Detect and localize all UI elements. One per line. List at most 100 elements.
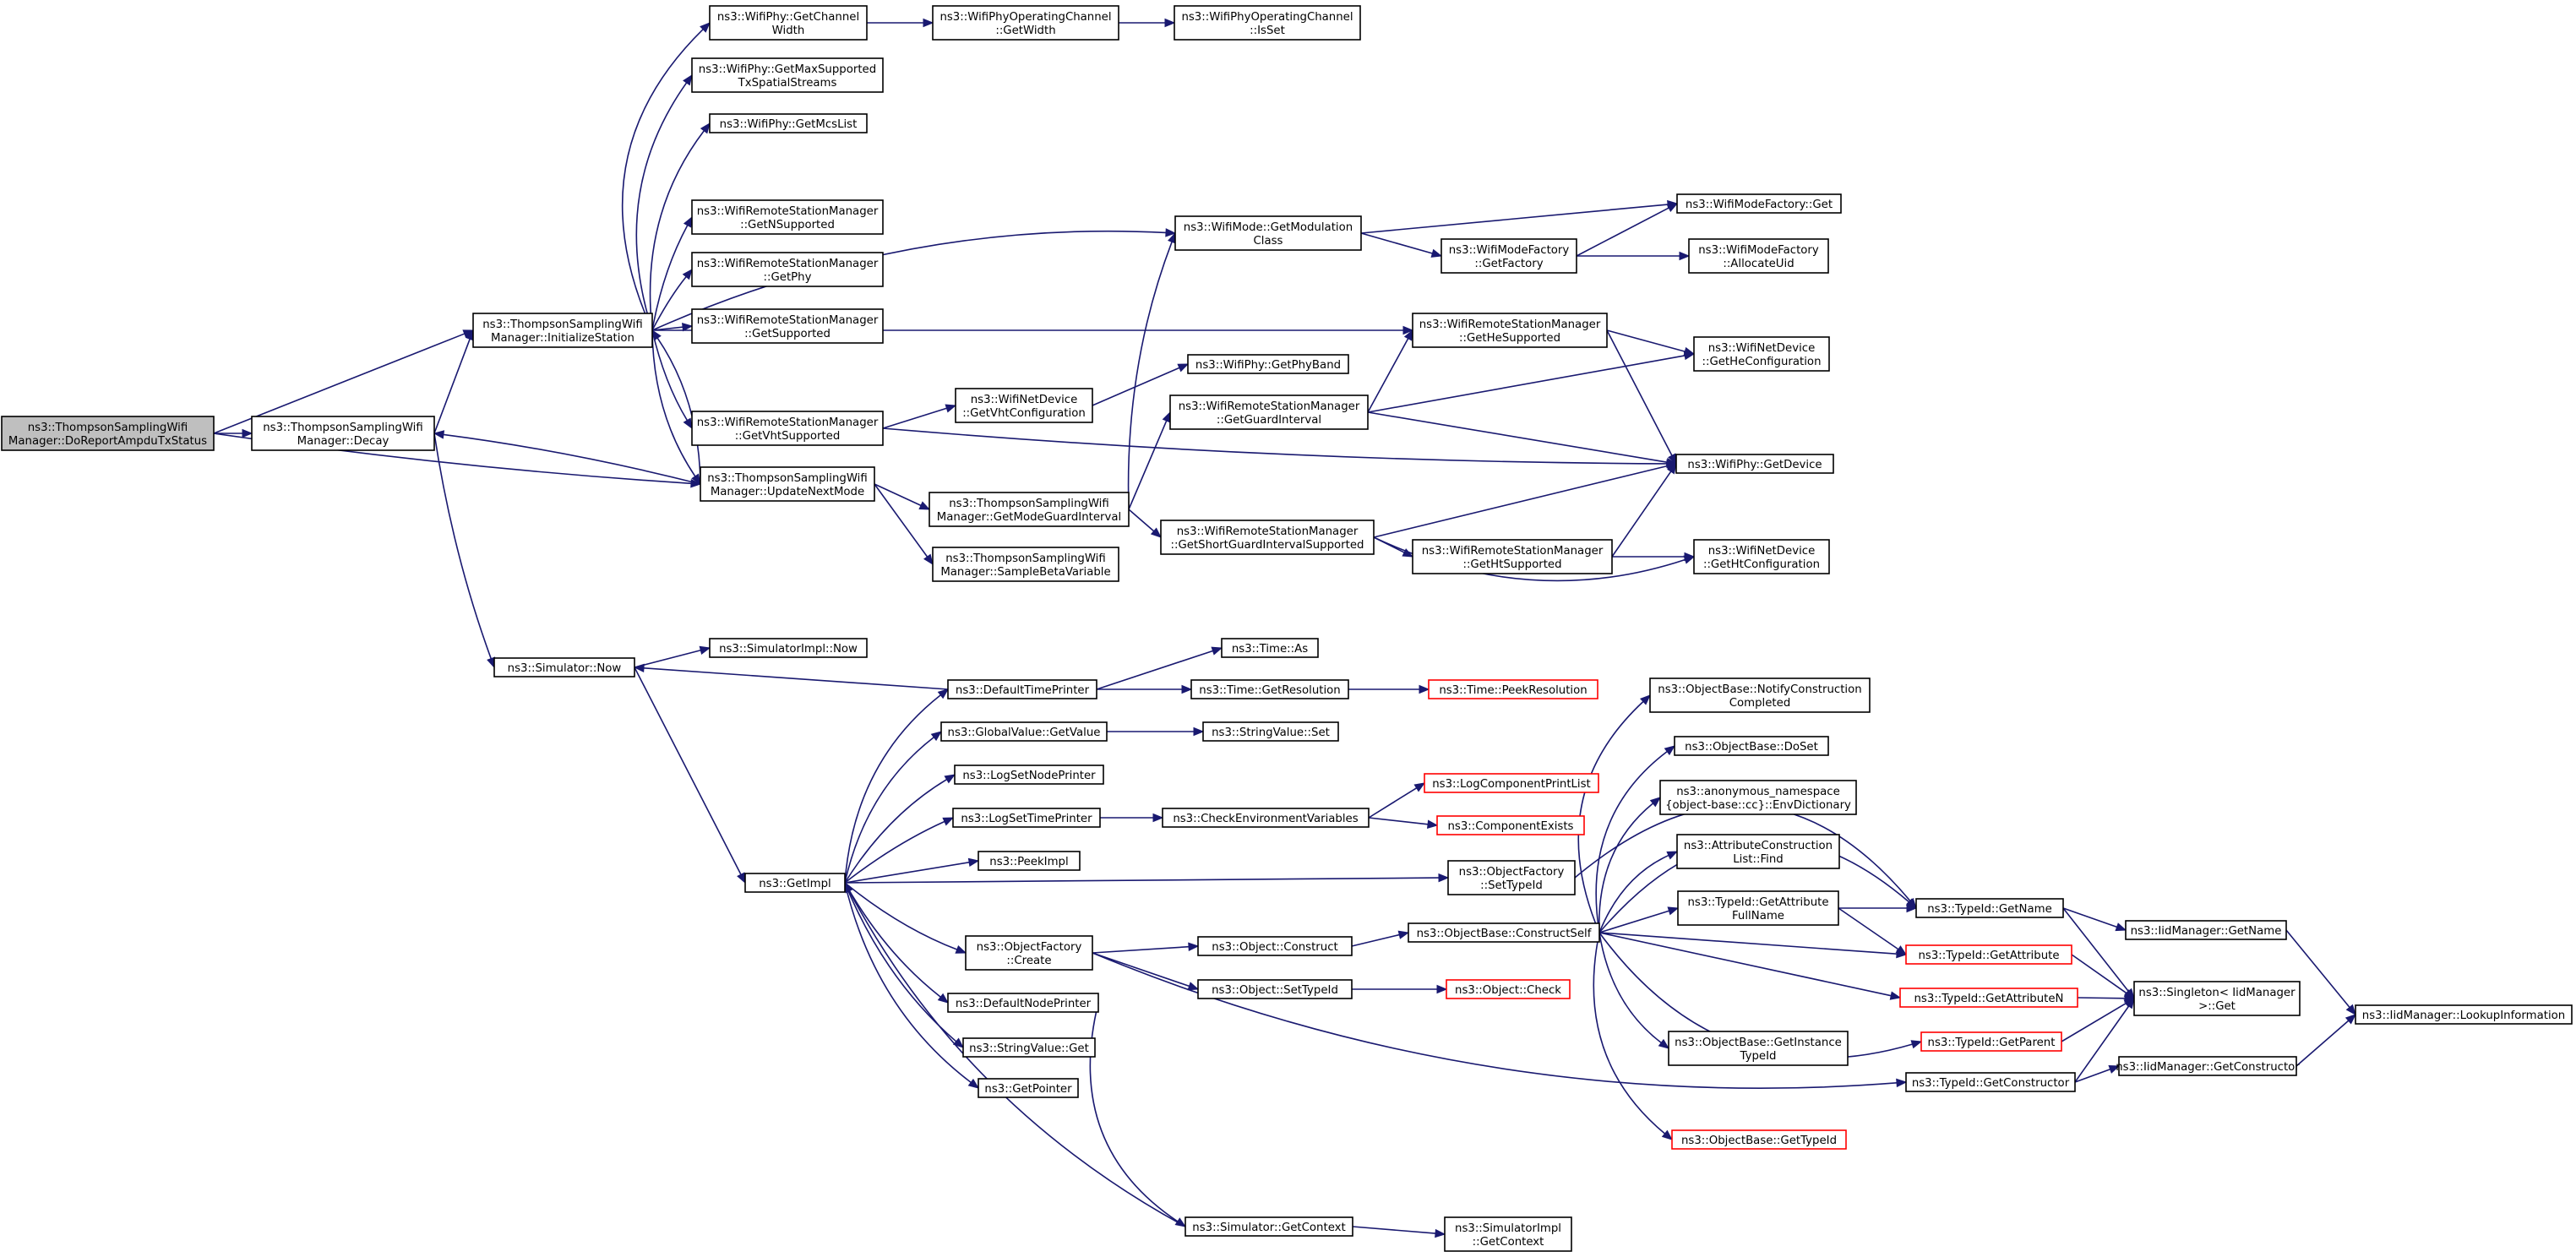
node-tid-get-name[interactable]: ns3::TypeId::GetName	[1915, 898, 2064, 918]
node-iid-get-name[interactable]: ns3::IidManager::GetName	[2125, 920, 2287, 940]
node-box	[744, 873, 846, 893]
node-init-station[interactable]: ns3::ThompsonSamplingWifiManager::Initia…	[472, 313, 653, 348]
edge-updateNextMode-to-sampleBeta	[874, 483, 934, 566]
arrow-head	[1402, 325, 1414, 335]
node-label: ns3::WifiNetDevice	[1708, 545, 1816, 558]
arrow-head	[945, 404, 957, 413]
node-op-get-width[interactable]: ns3::WifiPhyOperatingChannel::GetWidth	[932, 5, 1119, 41]
edge-line	[882, 427, 1668, 465]
node-get-device[interactable]: ns3::WifiPhy::GetDevice	[1675, 454, 1834, 474]
node-box	[1185, 1216, 1353, 1237]
node-iid-lookup[interactable]: ns3::IidManager::LookupInformation	[2355, 1004, 2573, 1025]
node-sim-impl-now[interactable]: ns3::SimulatorImpl::Now	[709, 638, 868, 658]
node-check-env[interactable]: ns3::CheckEnvironmentVariables	[1162, 808, 1370, 828]
node-label: ns3::ObjectFactory	[977, 941, 1082, 954]
arrow-head	[1683, 351, 1696, 361]
node-update-next-mode[interactable]: ns3::ThompsonSamplingWifiManager::Update…	[700, 466, 875, 502]
node-label: ns3::DefaultTimePrinter	[956, 684, 1090, 697]
edge-line	[1606, 329, 1686, 352]
edge-line	[1367, 411, 1668, 463]
node-tid-get-constructor[interactable]: ns3::TypeId::GetConstructor	[1905, 1072, 2076, 1092]
node-allocate-uid[interactable]: ns3::WifiModeFactory::AllocateUid	[1688, 238, 1829, 274]
node-box	[978, 851, 1081, 871]
edge-getHeSupported-to-getDevice	[1606, 329, 1677, 465]
node-label: ns3::LogSetTimePrinter	[961, 813, 1092, 825]
node-op-is-set[interactable]: ns3::WifiPhyOperatingChannel::IsSet	[1174, 5, 1361, 41]
node-gv-get-value[interactable]: ns3::GlobalValue::GetValue	[940, 721, 1108, 742]
node-tid-get-parent[interactable]: ns3::TypeId::GetParent	[1920, 1031, 2062, 1052]
node-sim-get-context[interactable]: ns3::Simulator::GetContext	[1185, 1216, 1353, 1237]
node-log-comp-print[interactable]: ns3::LogComponentPrintList	[1424, 773, 1599, 793]
node-get-pointer[interactable]: ns3::GetPointer	[978, 1078, 1079, 1098]
node-time-get-res[interactable]: ns3::Time::GetResolution	[1190, 679, 1349, 699]
node-get-mcs-list[interactable]: ns3::WifiPhy::GetMcsList	[709, 113, 868, 133]
node-root[interactable]: ns3::ThompsonSamplingWifiManager::DoRepo…	[1, 416, 215, 451]
edge-line	[213, 333, 466, 434]
node-of-create[interactable]: ns3::ObjectFactory::Create	[965, 935, 1093, 971]
node-get-vht-config[interactable]: ns3::WifiNetDevice::GetVhtConfiguration	[955, 388, 1093, 423]
node-sim-now[interactable]: ns3::Simulator::Now	[493, 657, 635, 677]
node-peek-impl[interactable]: ns3::PeekImpl	[978, 851, 1081, 871]
edge-getModeGI-to-getModClass	[1127, 231, 1176, 510]
node-iid-get-constructor[interactable]: ns3::IidManager::GetConstructor	[2116, 1056, 2300, 1076]
node-log-set-node[interactable]: ns3::LogSetNodePrinter	[954, 765, 1104, 785]
node-tid-get-attribute-n[interactable]: ns3::TypeId::GetAttributeN	[1899, 988, 2078, 1008]
node-get-mode-g-i[interactable]: ns3::ThompsonSamplingWifiManager::GetMod…	[929, 492, 1130, 527]
node-time-as[interactable]: ns3::Time::As	[1221, 638, 1319, 658]
node-box	[1444, 1216, 1572, 1252]
node-obj-construct[interactable]: ns3::Object::Construct	[1197, 936, 1353, 956]
node-get-n-supported[interactable]: ns3::WifiRemoteStationManager::GetNSuppo…	[691, 199, 884, 235]
node-get-short-g-i[interactable]: ns3::WifiRemoteStationManager::GetShortG…	[1160, 520, 1375, 555]
node-get-ht-supported[interactable]: ns3::WifiRemoteStationManager::GetHtSupp…	[1412, 539, 1613, 574]
node-ob-construct-self[interactable]: ns3::ObjectBase::ConstructSelf	[1408, 922, 1600, 943]
node-label: >::Get	[2198, 1000, 2236, 1013]
node-peek-res[interactable]: ns3::Time::PeekResolution	[1428, 679, 1598, 699]
node-label: ns3::WifiPhy::GetChannel	[717, 11, 859, 24]
node-default-node-printer[interactable]: ns3::DefaultNodePrinter	[947, 993, 1099, 1013]
node-label: ::GetVhtConfiguration	[962, 407, 1086, 420]
node-get-factory[interactable]: ns3::WifiModeFactory::GetFactory	[1440, 238, 1577, 274]
node-get-vht-supported[interactable]: ns3::WifiRemoteStationManager::GetVhtSup…	[691, 411, 884, 446]
node-get-guard-interval[interactable]: ns3::WifiRemoteStationManager::GetGuardI…	[1169, 395, 1369, 430]
node-sv-get[interactable]: ns3::StringValue::Get	[962, 1037, 1096, 1058]
node-ob-notify[interactable]: ns3::ObjectBase::NotifyConstructionCompl…	[1649, 677, 1871, 713]
node-log-set-time[interactable]: ns3::LogSetTimePrinter	[952, 808, 1101, 828]
node-ob-get-type-id[interactable]: ns3::ObjectBase::GetTypeId	[1671, 1129, 1847, 1150]
arrow-head	[242, 428, 253, 438]
node-obj-set-type-id[interactable]: ns3::Object::SetTypeId	[1197, 979, 1353, 999]
node-env-dict[interactable]: ns3::anonymous_namespace{object-base::cc…	[1659, 780, 1857, 815]
node-label: ns3::ObjectFactory	[1459, 866, 1565, 879]
node-sim-impl-get-context[interactable]: ns3::SimulatorImpl::GetContext	[1444, 1216, 1572, 1252]
node-ob-do-set[interactable]: ns3::ObjectBase::DoSet	[1674, 736, 1829, 756]
node-label: ns3::DefaultNodePrinter	[956, 998, 1092, 1010]
edge-getImpl-to-defaultNodePrinter	[844, 882, 950, 1004]
node-of-set-type-id[interactable]: ns3::ObjectFactory::SetTypeId	[1447, 860, 1576, 895]
node-get-ht-config[interactable]: ns3::WifiNetDevice::GetHtConfiguration	[1693, 539, 1830, 574]
node-obj-check[interactable]: ns3::Object::Check	[1446, 979, 1571, 999]
node-get-impl[interactable]: ns3::GetImpl	[744, 873, 846, 893]
node-singleton-get[interactable]: ns3::Singleton< IidManager >::Get	[2133, 981, 2301, 1016]
node-get-he-supported[interactable]: ns3::WifiRemoteStationManager::GetHeSupp…	[1412, 313, 1608, 348]
node-get-he-config[interactable]: ns3::WifiNetDevice::GetHeConfiguration	[1693, 336, 1830, 372]
node-get-max-supported[interactable]: ns3::WifiPhy::GetMaxSupportedTxSpatialSt…	[691, 57, 884, 93]
node-factory-get[interactable]: ns3::WifiModeFactory::Get	[1676, 193, 1842, 214]
edge-line	[651, 230, 1167, 331]
node-comp-exists[interactable]: ns3::ComponentExists	[1436, 815, 1585, 835]
arrow-head	[1906, 903, 1918, 913]
node-sv-set[interactable]: ns3::StringValue::Set	[1202, 721, 1339, 742]
node-sample-beta[interactable]: ns3::ThompsonSamplingWifiManager::Sample…	[932, 547, 1119, 582]
node-get-phy[interactable]: ns3::WifiRemoteStationManager::GetPhy	[691, 252, 884, 287]
node-label: Manager::DoReportAmpduTxStatus	[8, 435, 207, 448]
node-get-phy-band[interactable]: ns3::WifiPhy::GetPhyBand	[1187, 354, 1349, 374]
node-tid-get-attribute[interactable]: ns3::TypeId::GetAttribute	[1905, 944, 2072, 965]
arrow-head	[1658, 1038, 1670, 1049]
arrow-head	[930, 731, 943, 742]
node-default-time-printer[interactable]: ns3::DefaultTimePrinter	[947, 679, 1097, 699]
node-get-supported[interactable]: ns3::WifiRemoteStationManager::GetSuppor…	[691, 308, 884, 344]
